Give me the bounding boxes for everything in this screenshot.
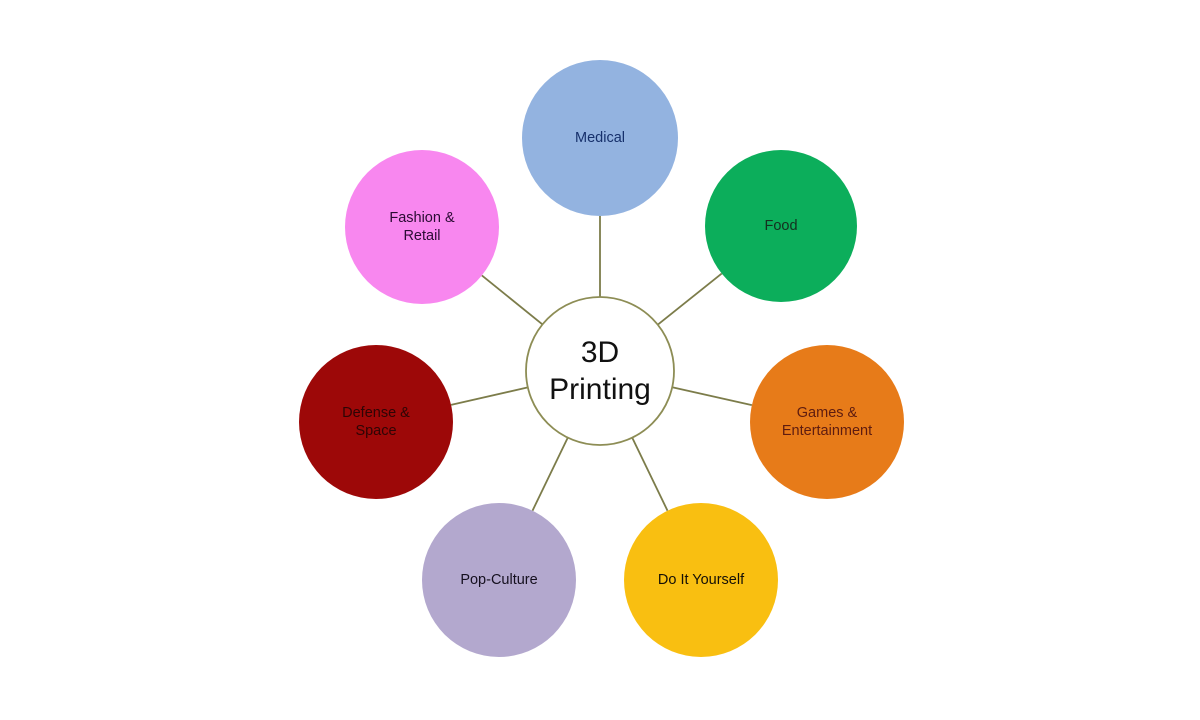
pop-culture-circle[interactable]	[422, 503, 576, 657]
connector-center-to-fashion-retail	[481, 274, 544, 326]
connector-center-to-defense-space	[450, 386, 529, 406]
fashion-retail-circle[interactable]	[345, 150, 499, 304]
do-it-yourself-circle[interactable]	[624, 503, 778, 657]
node-defense-space[interactable]: Defense &Space	[299, 345, 453, 499]
food-circle[interactable]	[705, 150, 857, 302]
node-medical[interactable]: Medical	[522, 60, 678, 216]
connector-center-to-do-it-yourself	[631, 437, 669, 512]
connector-center-to-pop-culture	[531, 437, 569, 512]
connector-center-to-food	[657, 272, 723, 326]
games-entertainment-circle[interactable]	[750, 345, 904, 499]
node-food[interactable]: Food	[705, 150, 857, 302]
medical-circle[interactable]	[522, 60, 678, 216]
connector-center-to-games-entertainment	[672, 386, 753, 406]
3d-printing-circle[interactable]	[525, 296, 675, 446]
defense-space-circle[interactable]	[299, 345, 453, 499]
node-pop-culture[interactable]: Pop-Culture	[422, 503, 576, 657]
node-do-it-yourself[interactable]: Do It Yourself	[624, 503, 778, 657]
node-games-entertainment[interactable]: Games &Entertainment	[750, 345, 904, 499]
node-fashion-retail[interactable]: Fashion &Retail	[345, 150, 499, 304]
connector-lines	[450, 216, 753, 512]
